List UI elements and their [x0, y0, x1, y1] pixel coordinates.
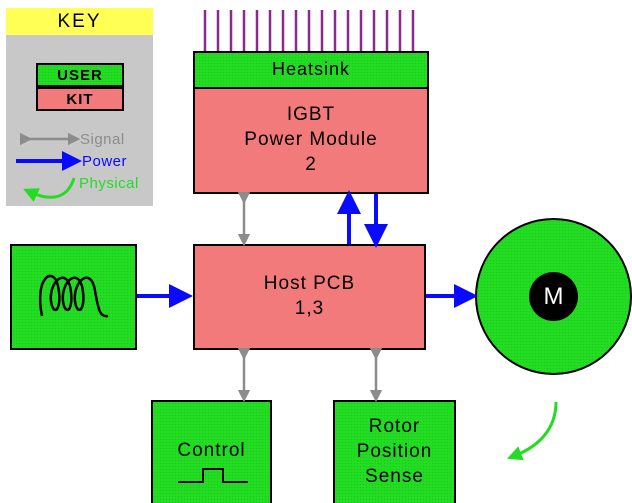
heatsink-label: Heatsink — [271, 59, 351, 80]
key-title: KEY — [6, 8, 153, 35]
key-kit-swatch: KIT — [36, 87, 124, 111]
rotor-label: Rotor Position Sense — [356, 416, 433, 487]
motor-label: M — [543, 282, 564, 310]
pulse-icon — [178, 468, 248, 483]
key-power-label: Power — [82, 153, 128, 170]
key-panel: KEY USER KIT Signal Power Physical — [6, 8, 153, 206]
control-block: Control — [151, 400, 272, 503]
physical-rotation-arrow — [507, 401, 558, 461]
key-physical-label: Physical — [79, 175, 139, 192]
heatsink-fins — [203, 10, 415, 52]
rotor-position-sense-block: Rotor Position Sense — [333, 400, 456, 503]
ac-source-block — [10, 244, 137, 350]
igbt-power-module-block: IGBT Power Module 2 — [193, 87, 429, 194]
key-signal-label: Signal — [80, 131, 125, 148]
motor-circle: M — [475, 218, 632, 375]
host-pcb-block: Host PCB 1,3 — [193, 244, 426, 350]
control-text-wrap: Control — [153, 438, 270, 464]
ac-coil-icon — [38, 274, 109, 318]
key-legend-arrows — [16, 132, 82, 202]
key-user-swatch: USER — [36, 63, 124, 87]
key-physical-arrow — [23, 177, 76, 202]
host-pcb-label: Host PCB 1,3 — [263, 273, 356, 319]
motor-center: M — [529, 272, 578, 321]
key-kit-label: KIT — [66, 90, 94, 108]
control-label: Control — [177, 439, 246, 461]
key-user-label: USER — [57, 66, 103, 84]
igbt-label: IGBT Power Module 2 — [244, 104, 378, 175]
heatsink-block: Heatsink — [193, 51, 429, 89]
